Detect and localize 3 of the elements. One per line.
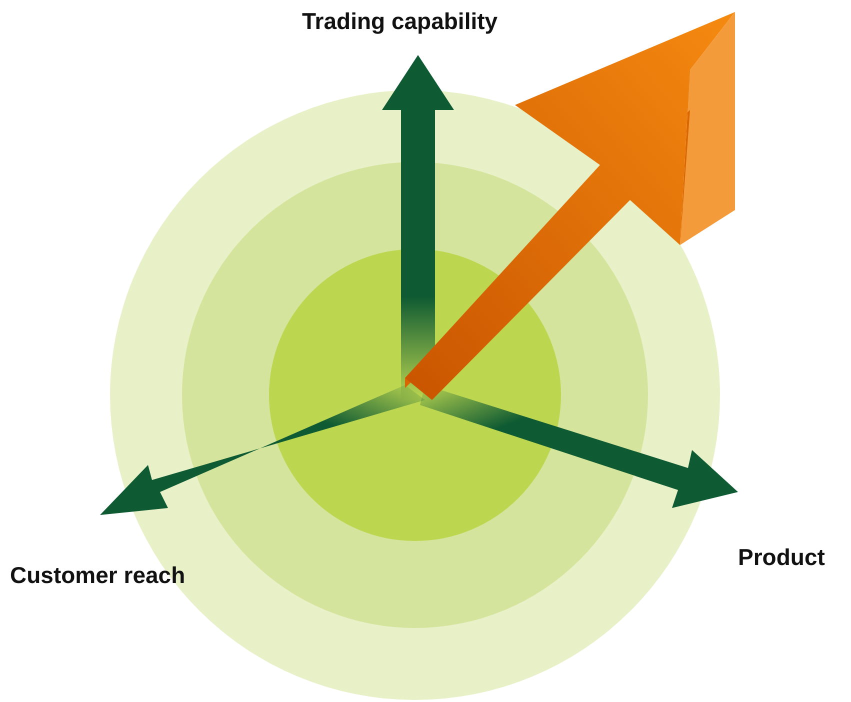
axis-label: Trading capability	[302, 8, 498, 35]
axis-label: Product	[738, 544, 825, 571]
axis-label: Customer reach	[10, 562, 186, 589]
